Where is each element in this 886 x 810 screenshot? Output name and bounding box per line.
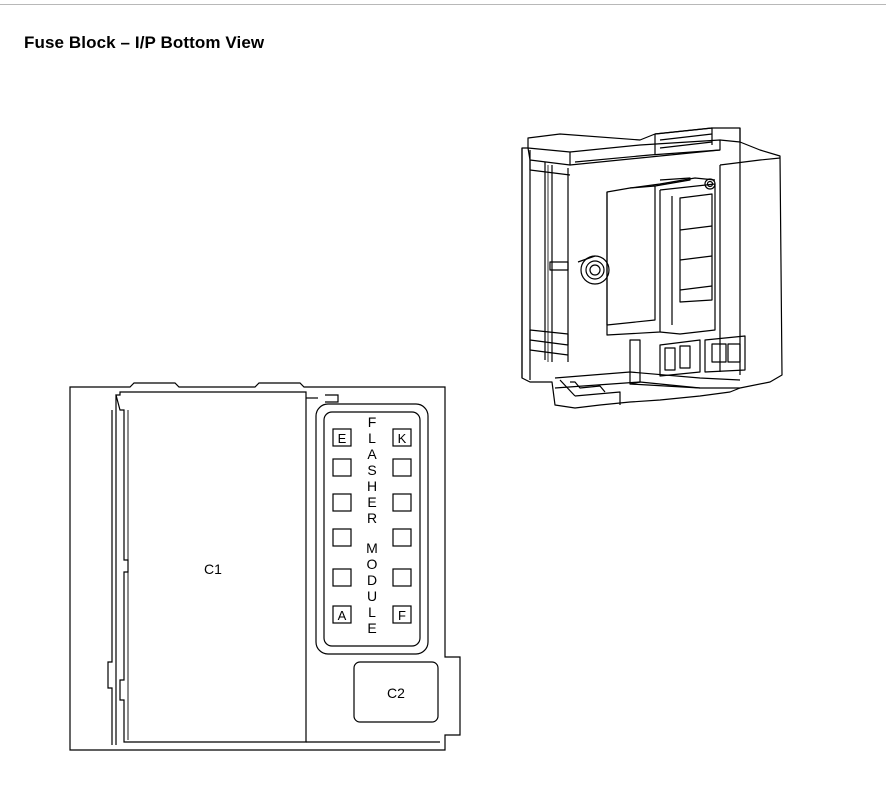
svg-text:H: H [367,478,377,494]
svg-text:A: A [367,446,377,462]
svg-text:R: R [367,510,377,526]
svg-text:E: E [367,620,376,636]
pin-cavity [332,493,352,512]
pin-cavity [332,458,352,477]
svg-text:L: L [368,430,376,446]
right-pin-column [392,428,412,624]
c2-label: C2 [387,685,405,701]
left-pin-column [332,428,352,624]
c2-connector [353,661,439,723]
svg-text:M: M [366,540,378,556]
pin-cavity [392,528,412,547]
c1-label: C1 [204,561,222,577]
svg-text:S: S [367,462,376,478]
svg-text:D: D [367,572,377,588]
pin-cavity [392,428,412,447]
pin-cavity [392,493,412,512]
page-title: Fuse Block – I/P Bottom View [24,33,265,52]
pin-cavity [332,568,352,587]
flasher-module-outline [315,403,429,655]
pin-cavity [392,568,412,587]
pin-cavity [392,458,412,477]
fuse-block-bottom-view [69,382,461,751]
pin-label-f: F [398,608,406,623]
module-label: M O D U L E [366,540,378,636]
pin-cavity [332,605,352,624]
svg-text:F: F [368,414,377,430]
pin-cavity [392,605,412,624]
fuse-block-3d-view [521,127,783,409]
c1-block [115,391,307,743]
pin-cavity [332,528,352,547]
svg-text:E: E [367,494,376,510]
pin-label-a: A [338,608,347,623]
pin-label-k: K [398,431,407,446]
pin-label-e: E [338,431,347,446]
flasher-label: F L A S H E R [367,414,377,526]
svg-text:U: U [367,588,377,604]
pin-cavity [332,428,352,447]
svg-text:L: L [368,604,376,620]
svg-text:O: O [367,556,378,572]
housing-outline [69,382,461,751]
top-rule [0,4,886,5]
